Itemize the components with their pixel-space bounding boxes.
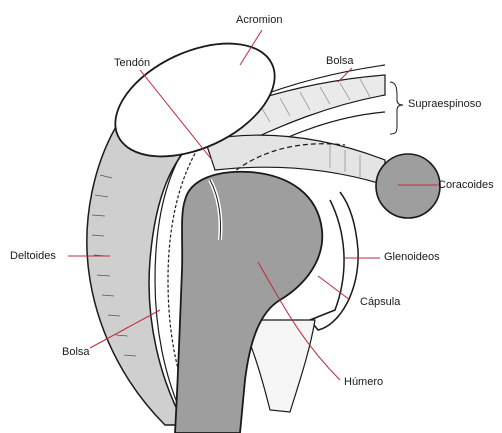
label-humero: Húmero (344, 376, 383, 389)
label-supraespinoso: Supraespinoso (408, 98, 481, 111)
label-coracoides: Coracoides (438, 179, 494, 192)
label-tendon: Tendón (114, 57, 150, 70)
label-capsula: Cápsula (360, 296, 400, 309)
label-bolsa-bottom: Bolsa (62, 346, 90, 359)
humerus-bone (175, 172, 322, 433)
coracoid-bone (376, 154, 440, 218)
leader-capsula (318, 276, 350, 300)
supraespinoso-brace (390, 82, 403, 134)
label-bolsa-top: Bolsa (326, 55, 354, 68)
label-acromion: Acromion (236, 14, 282, 27)
label-glenoideos: Glenoideos (384, 251, 440, 264)
label-deltoides: Deltoides (10, 250, 56, 263)
